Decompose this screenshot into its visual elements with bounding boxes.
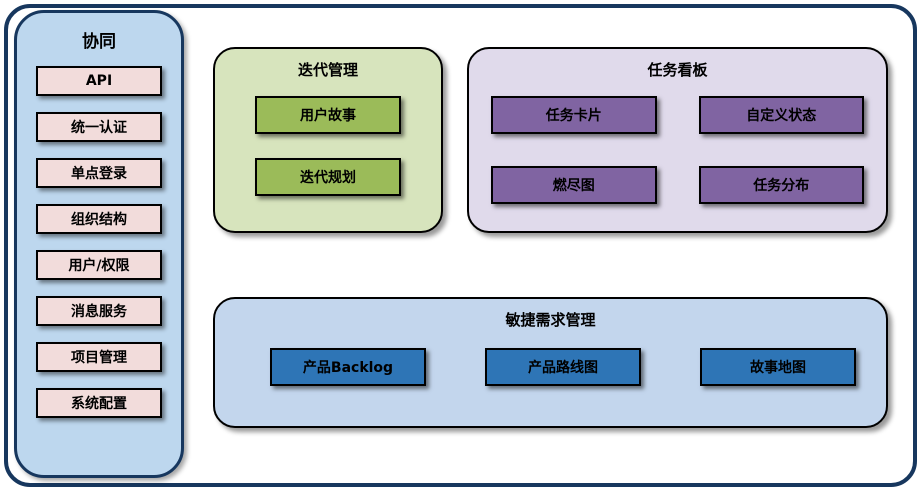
sidebar-item-message-service: 消息服务 bbox=[36, 296, 162, 326]
group-agile-title: 敏捷需求管理 bbox=[505, 311, 596, 329]
item-product-backlog: 产品Backlog bbox=[270, 348, 426, 386]
sidebar-item-sso: 单点登录 bbox=[36, 158, 162, 188]
sidebar-item-unified-auth: 统一认证 bbox=[36, 112, 162, 142]
item-iteration-planning: 迭代规划 bbox=[255, 158, 401, 196]
group-iteration-title: 迭代管理 bbox=[297, 61, 358, 79]
sidebar-title: 协同 bbox=[82, 32, 116, 52]
item-product-roadmap: 产品路线图 bbox=[485, 348, 641, 386]
sidebar-collaboration: 协同 API 统一认证 单点登录 组织结构 用户/权限 消息服务 项目管理 系统… bbox=[14, 10, 184, 478]
item-burndown-chart: 燃尽图 bbox=[491, 166, 657, 204]
sidebar-item-project-management: 项目管理 bbox=[36, 342, 162, 372]
sidebar-item-api: API bbox=[36, 66, 162, 96]
item-story-map: 故事地图 bbox=[700, 348, 856, 386]
group-taskboard-items: 任务卡片 自定义状态 燃尽图 任务分布 bbox=[469, 80, 886, 204]
group-task-board: 任务看板 任务卡片 自定义状态 燃尽图 任务分布 bbox=[467, 47, 888, 233]
group-taskboard-title: 任务看板 bbox=[647, 61, 708, 79]
item-custom-status: 自定义状态 bbox=[698, 96, 864, 134]
item-task-distribution: 任务分布 bbox=[698, 166, 864, 204]
sidebar-item-users-permissions: 用户/权限 bbox=[36, 250, 162, 280]
sidebar-item-org-structure: 组织结构 bbox=[36, 204, 162, 234]
item-task-cards: 任务卡片 bbox=[491, 96, 657, 134]
group-agile-items: 产品Backlog 产品路线图 故事地图 bbox=[215, 348, 886, 386]
group-iteration-items: 用户故事 迭代规划 bbox=[215, 96, 441, 196]
group-agile-requirements: 敏捷需求管理 产品Backlog 产品路线图 故事地图 bbox=[213, 297, 888, 428]
sidebar-item-system-config: 系统配置 bbox=[36, 388, 162, 418]
item-user-stories: 用户故事 bbox=[255, 96, 401, 134]
group-iteration-management: 迭代管理 用户故事 迭代规划 bbox=[213, 47, 443, 233]
